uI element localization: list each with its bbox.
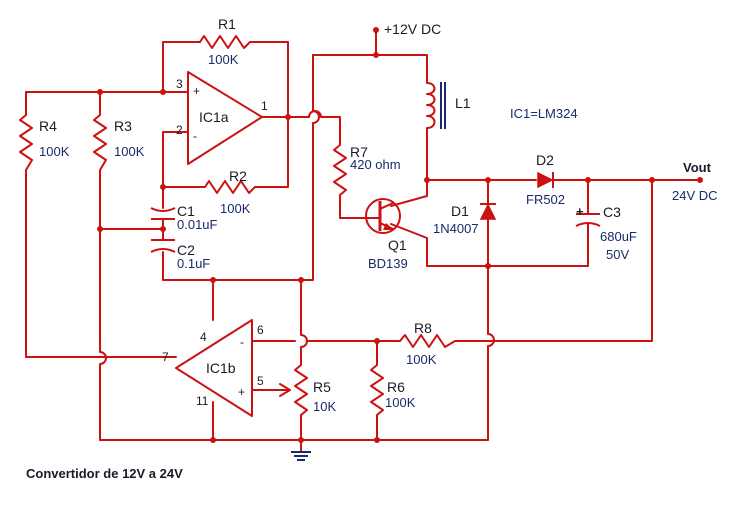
c3-name: C3 [603,204,621,220]
capacitor-c2-symbol [150,239,176,253]
capacitor-c1-symbol [150,207,176,220]
r5-value: 10K [313,399,336,414]
ic1b-pin-vcc: 4 [200,330,207,344]
c1-value: 0.01uF [177,217,218,232]
vout-value: 24V DC [672,188,718,203]
r5-name: R5 [313,379,331,395]
resistor-r2-symbol [204,180,256,194]
r2-value: 100K [220,201,251,216]
r6-value: 100K [385,395,416,410]
c3-value: 680uF [600,229,637,244]
d1-name: D1 [451,203,469,219]
resistor-r8-symbol [399,334,456,348]
c2-value: 0.1uF [177,256,210,271]
capacitor-c3-symbol [575,213,601,233]
d2-part: FR502 [526,192,565,207]
opamp-ic1b-symbol [175,319,253,417]
resistor-r7-symbol [333,144,347,196]
wires [25,29,701,453]
ic1b-sign-plus: + [238,385,245,399]
l1-name: L1 [455,95,471,111]
q1-part: BD139 [368,256,408,271]
supply-label: +12V DC [384,21,441,37]
r8-name: R8 [414,320,432,336]
r3-name: R3 [114,118,132,134]
ic1b-label: IC1b [206,360,236,376]
ic1a-label: IC1a [199,109,229,125]
r7-value: 420 ohm [350,157,401,172]
resistor-r4-symbol [19,114,33,171]
d1-part: 1N4007 [433,221,479,236]
opamp-ic1a-symbol [187,71,263,165]
q1-name: Q1 [388,237,407,253]
ic1a-sign-minus: - [193,129,197,143]
ic1a-pin-out: 1 [261,99,268,113]
r6-name: R6 [387,379,405,395]
caption: Convertidor de 12V a 24V [26,466,183,481]
c1-name: C1 [177,203,195,219]
resistor-r5-symbol [294,364,308,416]
r7-name: R7 [350,144,368,160]
transistor-q1-symbol [364,198,401,234]
resistor-r6-symbol [370,364,384,416]
ic1b-pin-gnd: 11 [196,394,209,408]
ic1a-pin-minus: 2 [176,123,183,137]
ic1b-pin-out: 7 [162,350,169,364]
r4-value: 100K [39,144,70,159]
diode-d2-symbol [537,171,554,189]
ic1b-pin-minus: 6 [257,323,264,337]
ic-note: IC1=LM324 [510,106,578,121]
inductor-l1-symbol [426,82,446,129]
resistor-r1-symbol [199,35,251,49]
r1-value: 100K [208,52,239,67]
c3-polarity: + [576,204,584,219]
junction-dots [97,27,703,443]
diode-d1-symbol [479,203,497,220]
ground-icon [291,451,311,461]
r8-value: 100K [406,352,437,367]
ic1b-pin-plus: 5 [257,374,264,388]
r2-name: R2 [229,168,247,184]
ic1b-sign-minus: - [240,335,244,349]
ic1a-sign-plus: + [193,84,200,98]
r4-name: R4 [39,118,57,134]
r3-value: 100K [114,144,145,159]
ic1a-pin-plus: 3 [176,77,183,91]
d2-name: D2 [536,152,554,168]
resistor-r3-symbol [93,114,107,171]
c3-voltage: 50V [606,247,629,262]
r1-name: R1 [218,16,236,32]
vout-label: Vout [683,160,712,175]
c2-name: C2 [177,242,195,258]
